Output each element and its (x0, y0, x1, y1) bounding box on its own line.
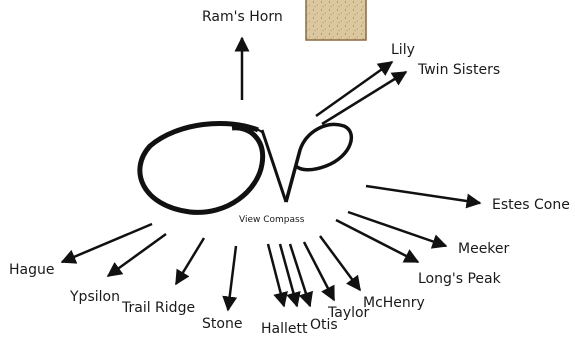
arrow-twin-sisters (322, 72, 406, 124)
peak-label-otis[interactable]: Otis (310, 317, 338, 333)
peak-label-hague[interactable]: Hague (9, 262, 54, 278)
peak-label-hallett[interactable]: Hallett (261, 321, 307, 337)
vp-monogram-icon (140, 123, 351, 212)
arrow-estes-cone (366, 186, 480, 203)
arrow-ypsilon (108, 234, 166, 276)
peak-label-ypsilon[interactable]: Ypsilon (70, 289, 120, 305)
peak-label-rams-horn[interactable]: Ram's Horn (202, 9, 283, 25)
sandstone-swatch-icon (306, 0, 366, 40)
peak-label-twin-sisters[interactable]: Twin Sisters (418, 62, 500, 78)
arrow-longs-peak (336, 220, 418, 262)
peak-label-trail-ridge[interactable]: Trail Ridge (122, 300, 195, 316)
direction-arrows (62, 38, 480, 310)
arrow-meeker (348, 212, 446, 246)
peak-label-stone[interactable]: Stone (202, 316, 242, 332)
arrow-trail-ridge (176, 238, 204, 284)
arrow-otis (290, 244, 310, 306)
arrow-stone (228, 246, 236, 310)
compass-caption: View Compass (239, 215, 304, 225)
peak-label-estes-cone[interactable]: Estes Cone (492, 197, 570, 213)
peak-label-lily[interactable]: Lily (391, 42, 415, 58)
arrow-hague (62, 224, 152, 262)
peak-label-mchenry[interactable]: McHenry (363, 295, 425, 311)
peak-label-longs-peak[interactable]: Long's Peak (418, 271, 501, 287)
peak-label-meeker[interactable]: Meeker (458, 241, 509, 257)
